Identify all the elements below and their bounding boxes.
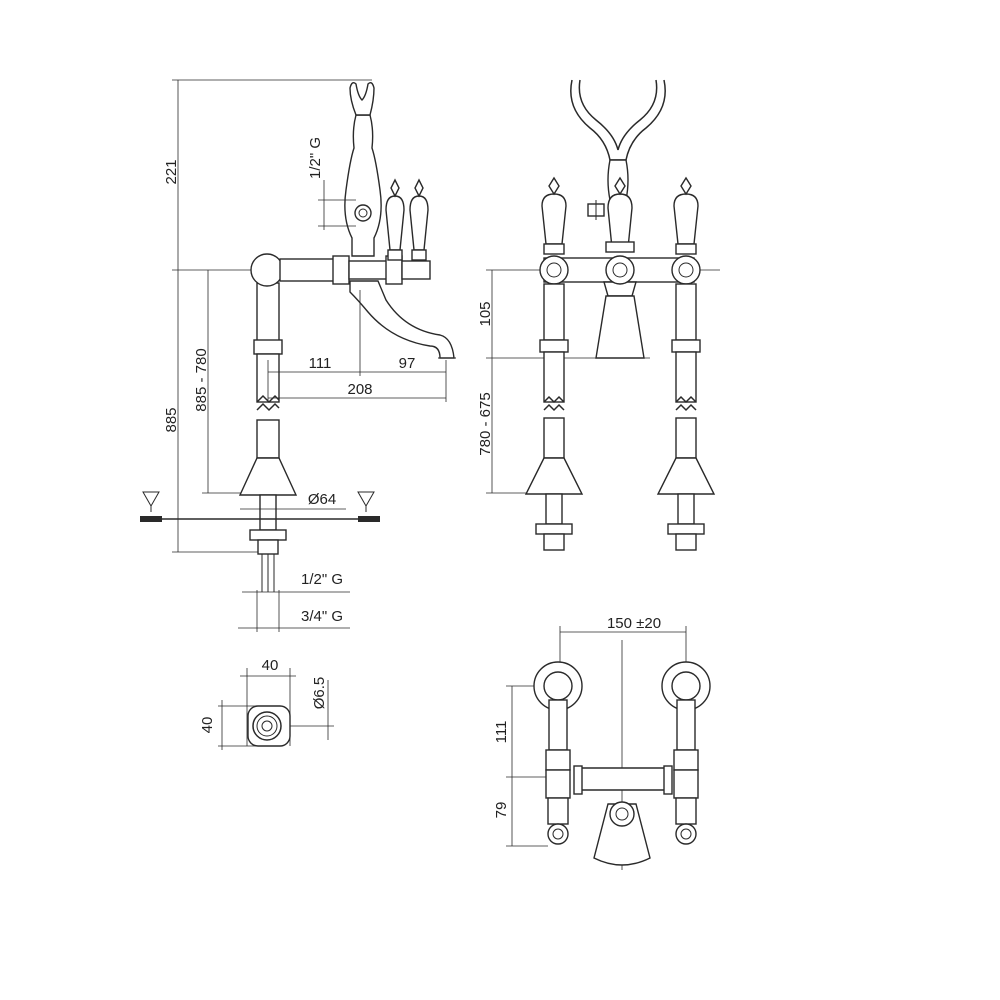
dim-body-height: 105 xyxy=(477,301,494,326)
front-view: 105 780 - 675 xyxy=(477,79,720,551)
dim-inlet-thread-inner: 1/2" G xyxy=(301,571,343,588)
dim-total-height: 885 xyxy=(163,407,180,432)
dim-spout-offset-b: 97 xyxy=(399,355,416,372)
dim-spout-offset-a: 111 xyxy=(309,355,332,372)
dim-base-diameter: Ø64 xyxy=(308,491,336,508)
dim-hose-thread: 1/2" G xyxy=(307,137,324,179)
dim-detail-width: 40 xyxy=(262,657,279,674)
bottom-detail: 40 40 Ø6.5 xyxy=(199,657,334,750)
dim-hole-diameter: Ø6.5 xyxy=(311,677,328,710)
dim-centers: 150 ±20 xyxy=(607,615,661,632)
dim-depth-a: 111 xyxy=(493,721,510,744)
dim-detail-height: 40 xyxy=(199,717,216,734)
side-view: 885 221 885 - 780 1/2" G 111 97 208 Ø64 … xyxy=(140,79,456,632)
dim-adjustable-height: 885 - 780 xyxy=(193,348,210,411)
dim-top-height: 221 xyxy=(163,159,180,184)
dim-inlet-thread-outer: 3/4" G xyxy=(301,608,343,625)
dim-front-adjustable-height: 780 - 675 xyxy=(477,392,494,455)
dim-depth-b: 79 xyxy=(493,802,510,819)
dim-spout-reach: 208 xyxy=(347,381,372,398)
top-view: 150 ±20 111 79 xyxy=(493,615,711,870)
